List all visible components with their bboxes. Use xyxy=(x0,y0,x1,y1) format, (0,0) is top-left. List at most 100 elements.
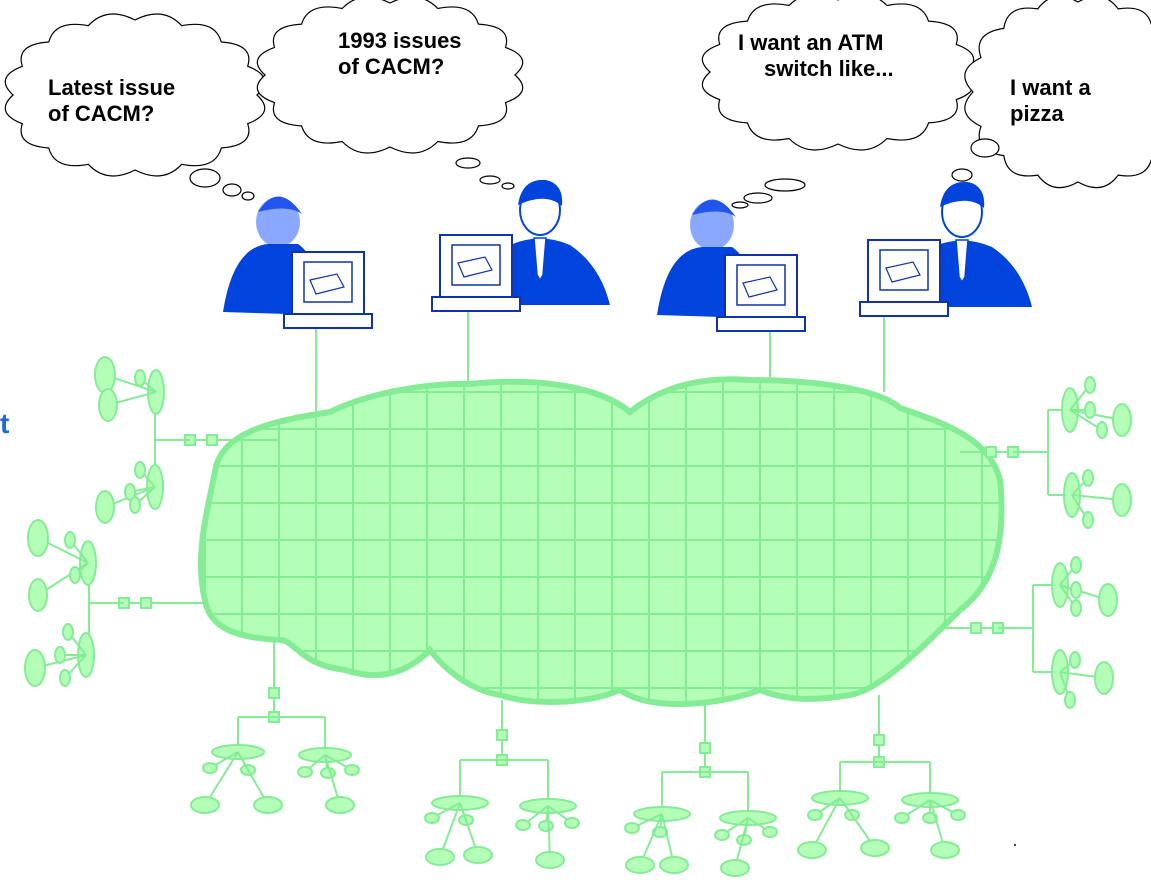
connector xyxy=(496,729,508,741)
thought-text-line: of CACM? xyxy=(48,101,154,126)
node xyxy=(134,369,146,387)
link xyxy=(204,751,239,806)
keyboard xyxy=(716,316,806,332)
node xyxy=(59,669,71,687)
node xyxy=(1096,421,1108,439)
node-cluster-icon xyxy=(24,519,205,687)
cut-off-letter: t xyxy=(0,408,9,439)
person-icon xyxy=(922,181,1032,307)
node xyxy=(54,646,66,664)
connector xyxy=(699,742,711,754)
node xyxy=(320,767,336,779)
node xyxy=(714,829,730,841)
thought-trail-bubble xyxy=(951,168,973,182)
node xyxy=(894,812,910,824)
node-cluster-icon xyxy=(797,695,966,859)
computer-icon xyxy=(859,239,949,317)
thought-text-line: pizza xyxy=(1010,101,1065,126)
node xyxy=(62,623,74,641)
thought-trail-bubble xyxy=(479,175,501,185)
torso xyxy=(922,240,1032,307)
screen-detail xyxy=(457,256,493,278)
thought-trail-bubble xyxy=(731,201,749,209)
node-cluster-icon xyxy=(190,640,360,814)
node xyxy=(344,764,360,776)
node xyxy=(64,531,76,549)
node xyxy=(515,819,531,831)
thought-text-line: 1993 issues xyxy=(338,28,462,53)
thought-trail-bubble xyxy=(501,182,515,190)
users xyxy=(223,179,1032,332)
node xyxy=(860,839,890,857)
node xyxy=(625,856,655,874)
connector xyxy=(268,687,280,699)
tie xyxy=(955,239,969,284)
thought-trail-bubble xyxy=(189,168,221,188)
torso xyxy=(500,238,610,305)
connector xyxy=(985,446,997,458)
node xyxy=(1098,583,1118,617)
node xyxy=(202,762,218,774)
keyboard xyxy=(431,296,521,312)
computer-icon xyxy=(283,251,373,329)
node xyxy=(24,649,46,687)
thought-trail-bubble xyxy=(743,192,773,204)
thought-text-line: of CACM? xyxy=(338,54,444,79)
node xyxy=(762,826,778,838)
screen-detail xyxy=(309,273,345,295)
thought-trail-bubble xyxy=(241,191,255,201)
node xyxy=(535,851,565,869)
hair xyxy=(518,179,563,206)
node xyxy=(27,519,49,557)
node xyxy=(807,809,823,821)
node xyxy=(1064,691,1076,709)
computer-icon xyxy=(716,254,806,332)
link xyxy=(439,802,461,858)
hair xyxy=(692,199,736,217)
node xyxy=(1070,556,1082,574)
node xyxy=(1094,661,1114,695)
node xyxy=(1112,483,1132,517)
node xyxy=(69,566,81,584)
node xyxy=(1084,376,1096,394)
node xyxy=(1069,651,1081,669)
node xyxy=(950,809,966,821)
node-cluster-icon xyxy=(624,700,778,877)
connector xyxy=(206,434,218,446)
hair xyxy=(940,181,985,208)
link xyxy=(547,805,551,861)
node-cluster-icon xyxy=(945,556,1118,709)
node xyxy=(538,820,554,832)
connector xyxy=(873,734,885,746)
connector xyxy=(970,622,982,634)
node xyxy=(424,812,440,824)
node xyxy=(1070,599,1082,617)
node xyxy=(659,856,689,874)
node-cluster-icon xyxy=(424,700,580,869)
node xyxy=(190,796,220,814)
thought-trail-bubble xyxy=(222,183,242,197)
node-cluster-icon xyxy=(960,376,1132,529)
node xyxy=(463,846,493,864)
node xyxy=(325,796,355,814)
thought-cloud-outline xyxy=(4,13,266,177)
connector xyxy=(140,597,152,609)
link xyxy=(811,797,841,851)
person-icon xyxy=(500,179,610,305)
tie xyxy=(533,237,547,282)
computer-icon xyxy=(431,234,521,312)
thought-trail-bubble xyxy=(455,157,481,169)
node xyxy=(134,461,146,479)
thought-trail-bubble xyxy=(764,178,806,192)
thought-text-line: switch like... xyxy=(764,56,894,81)
node xyxy=(1084,401,1096,419)
node xyxy=(297,766,313,778)
node-cluster-icon xyxy=(94,356,280,524)
node xyxy=(98,388,118,422)
screen-detail xyxy=(885,261,921,283)
